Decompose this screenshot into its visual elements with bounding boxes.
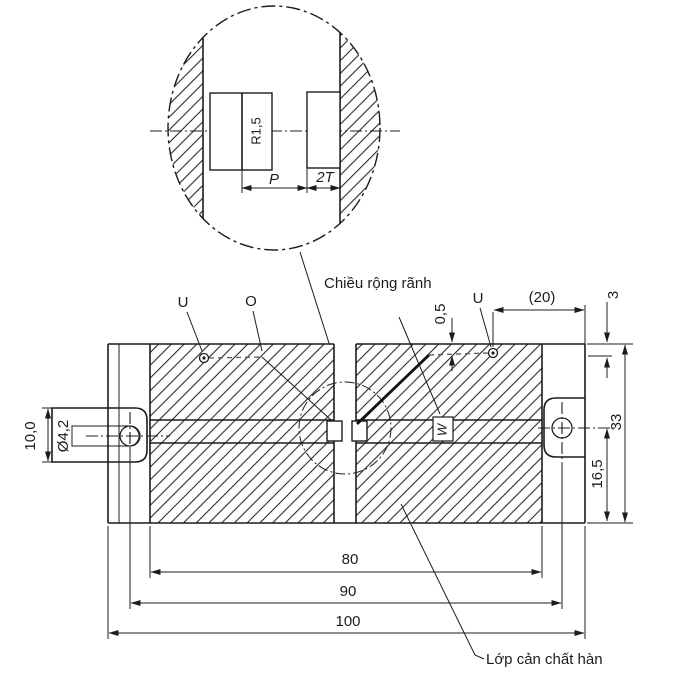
groove-gap	[334, 344, 356, 523]
wire-right-horizontal	[428, 352, 489, 356]
dim-total-length-label: 100	[335, 613, 360, 630]
groove-width-symbol-box	[432, 416, 454, 442]
detail-pitch-label: P	[269, 171, 279, 188]
u-left-leader	[186, 311, 203, 352]
root-notch-right	[351, 420, 368, 442]
dim-tab-width-label: 10,0	[22, 421, 39, 450]
dim-wire-depth-label: 0,5	[432, 304, 449, 325]
dim-lower-height-label: 16,5	[589, 459, 606, 488]
detail-view: R1,5 P 2T	[150, 5, 400, 251]
detail-boundary-circle	[167, 5, 381, 251]
left-tab-outline	[51, 407, 148, 463]
backing-layer-callout: Lớp cản chất hàn	[486, 651, 603, 668]
groove-width-callout: Chiều rộng rãnh	[324, 275, 432, 292]
dim-groove-span-label: 80	[342, 551, 359, 568]
dim-tab-length-label: (20)	[529, 289, 556, 306]
detail-notch-width-label: 2T	[315, 169, 335, 186]
main-view: W	[51, 343, 616, 524]
detail-notch-right	[306, 91, 341, 169]
backing-layer-leader	[400, 503, 485, 660]
callouts: U O U Chiều rộng rãnh Lớp cản chất hàn	[178, 275, 603, 668]
groove-width-symbol: W	[434, 422, 449, 436]
detail-notch-left	[209, 92, 273, 171]
u-point-right-dot	[491, 351, 495, 355]
o-point-label: O	[245, 293, 257, 310]
groove-width-leader	[398, 316, 441, 415]
left-tab-hole	[119, 425, 141, 447]
dim-height-label: 33	[608, 414, 625, 431]
u-right-leader	[479, 307, 492, 348]
detail-radius-label: R1,5	[248, 117, 263, 144]
o-point-leader	[252, 310, 263, 352]
wire-right-diagonal	[356, 353, 430, 426]
dim-hole-diameter-label: Ø4,2	[55, 420, 72, 453]
dim-hole-span-label: 90	[340, 583, 357, 600]
dimensions: 0,5 (20) 3 33 16,5 10,0 Ø4,2	[22, 289, 633, 639]
root-notch-left	[326, 420, 343, 442]
wire-left-diagonal	[261, 356, 332, 421]
u-point-left-dot	[202, 356, 206, 360]
dim-u-depth-label: 3	[605, 291, 622, 299]
detail-hatch-left	[168, 6, 203, 250]
detail-section-hatching	[168, 6, 380, 250]
u-right-label: U	[473, 290, 484, 307]
u-left-label: U	[178, 294, 189, 311]
detail-indicator-circle	[298, 381, 392, 475]
